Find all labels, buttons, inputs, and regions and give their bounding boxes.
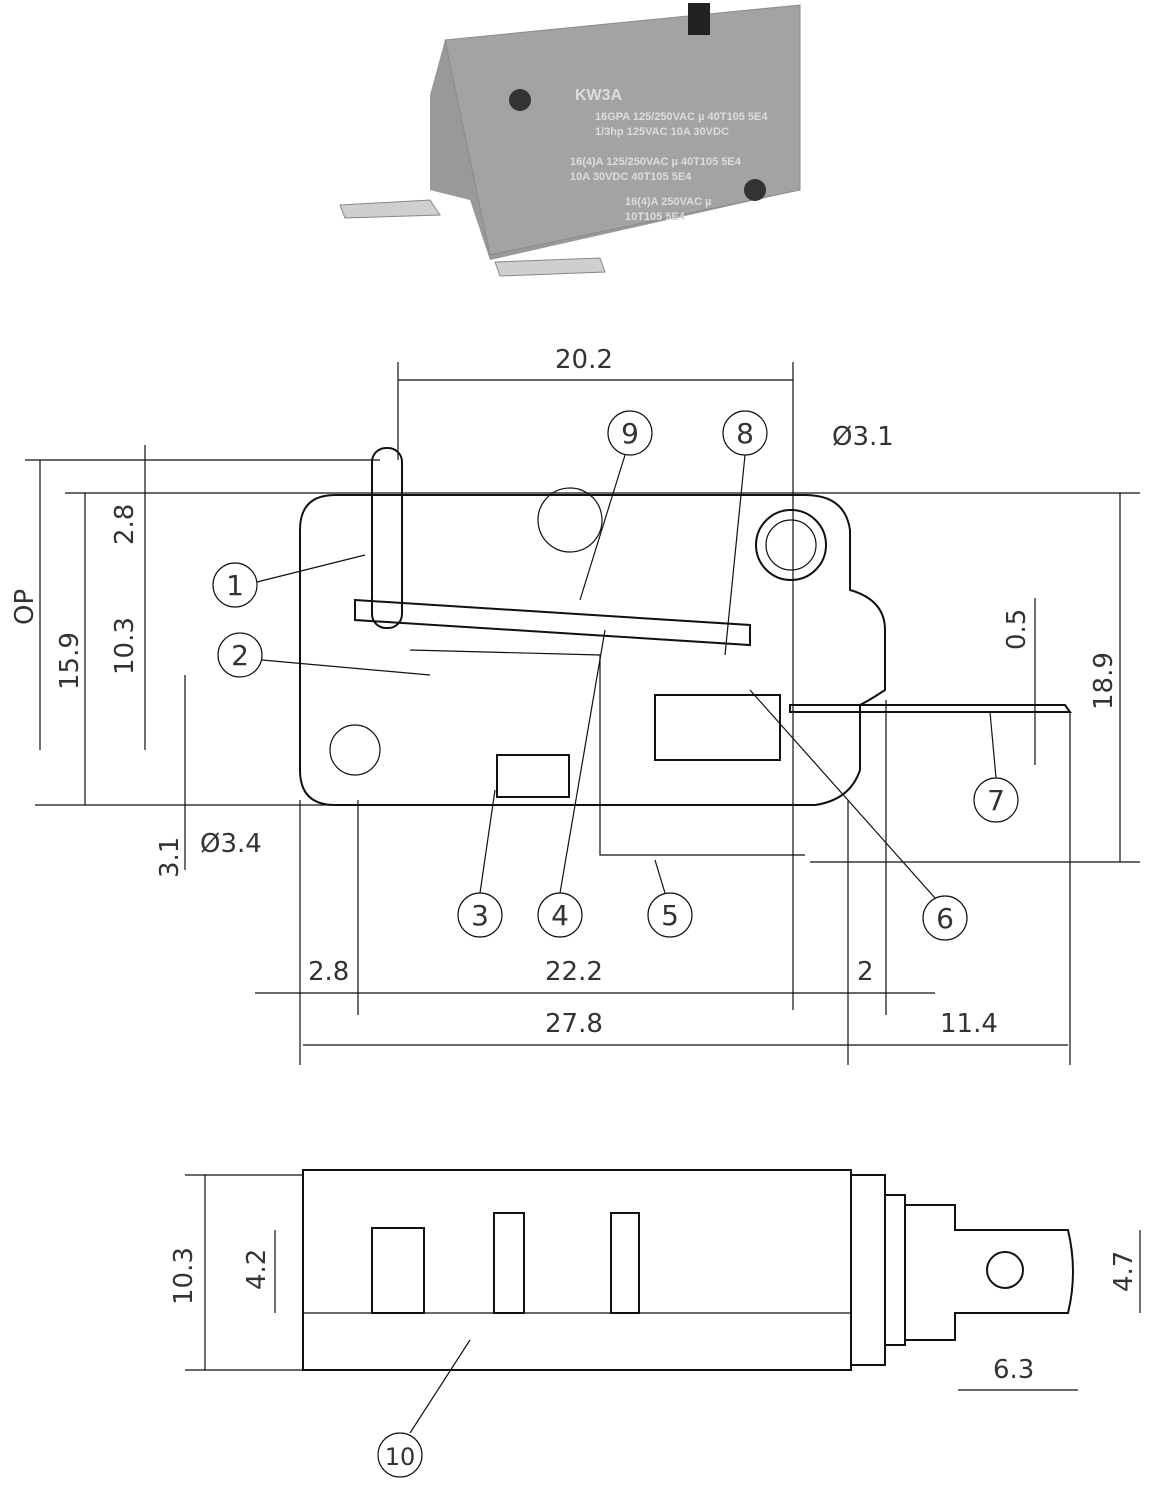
callout-6: 6 <box>936 902 954 935</box>
photo-model-text: KW3A <box>575 87 623 104</box>
callout-5: 5 <box>661 899 679 932</box>
photo-text: 16(4)A 125/250VAC µ 40T105 5E4 <box>570 156 742 168</box>
callout-7: 7 <box>987 784 1005 817</box>
dim-slot-height: 4.2 <box>242 1249 272 1290</box>
dim-height-15-9: 15.9 <box>55 632 85 690</box>
dim-terminal-length: 11.4 <box>940 1009 998 1039</box>
dim-hole-left-offset: 3.1 <box>155 837 185 878</box>
dim-tab-width: 4.7 <box>1109 1251 1139 1292</box>
dim-right-step: 2 <box>857 957 874 987</box>
dim-body-length: 27.8 <box>545 1009 603 1039</box>
dim-tab-offset: 0.5 <box>1002 609 1032 650</box>
dim-height-10-3: 10.3 <box>110 617 140 675</box>
dim-left-edge: 2.8 <box>308 957 349 987</box>
photo-text: 16(4)A 250VAC µ <box>625 196 711 208</box>
callout-9: 9 <box>621 417 639 450</box>
dim-lever-height: 2.8 <box>110 504 140 545</box>
callouts <box>212 410 1019 1478</box>
callout-1: 1 <box>226 569 244 602</box>
photo-text: 16GPA 125/250VAC µ 40T105 5E4 <box>595 111 768 123</box>
callout-10: 10 <box>385 1443 416 1471</box>
photo-text: 10T105 5E4 <box>625 211 686 223</box>
dim-hole-left: Ø3.4 <box>200 829 262 859</box>
front-view <box>299 447 1072 856</box>
callout-3: 3 <box>471 899 489 932</box>
callout-8: 8 <box>736 417 754 450</box>
product-photo: KW3A 16GPA 125/250VAC µ 40T105 5E4 1/3hp… <box>339 3 801 277</box>
dim-hole-spacing: 22.2 <box>545 957 603 987</box>
callout-2: 2 <box>231 639 249 672</box>
dimension-lines <box>25 362 1141 1391</box>
photo-text: 10A 30VDC 40T105 5E4 <box>570 171 692 183</box>
callout-4: 4 <box>551 899 569 932</box>
dim-tab-length: 6.3 <box>993 1355 1034 1385</box>
dim-op: OP <box>10 589 40 625</box>
dim-hole-top: Ø3.1 <box>832 422 894 452</box>
photo-text: 1/3hp 125VAC 10A 30VDC <box>595 126 729 138</box>
dim-overall-height: 18.9 <box>1089 652 1119 710</box>
dim-side-height: 10.3 <box>169 1247 199 1305</box>
dim-top-width: 20.2 <box>555 345 613 375</box>
side-view <box>302 1169 1074 1371</box>
